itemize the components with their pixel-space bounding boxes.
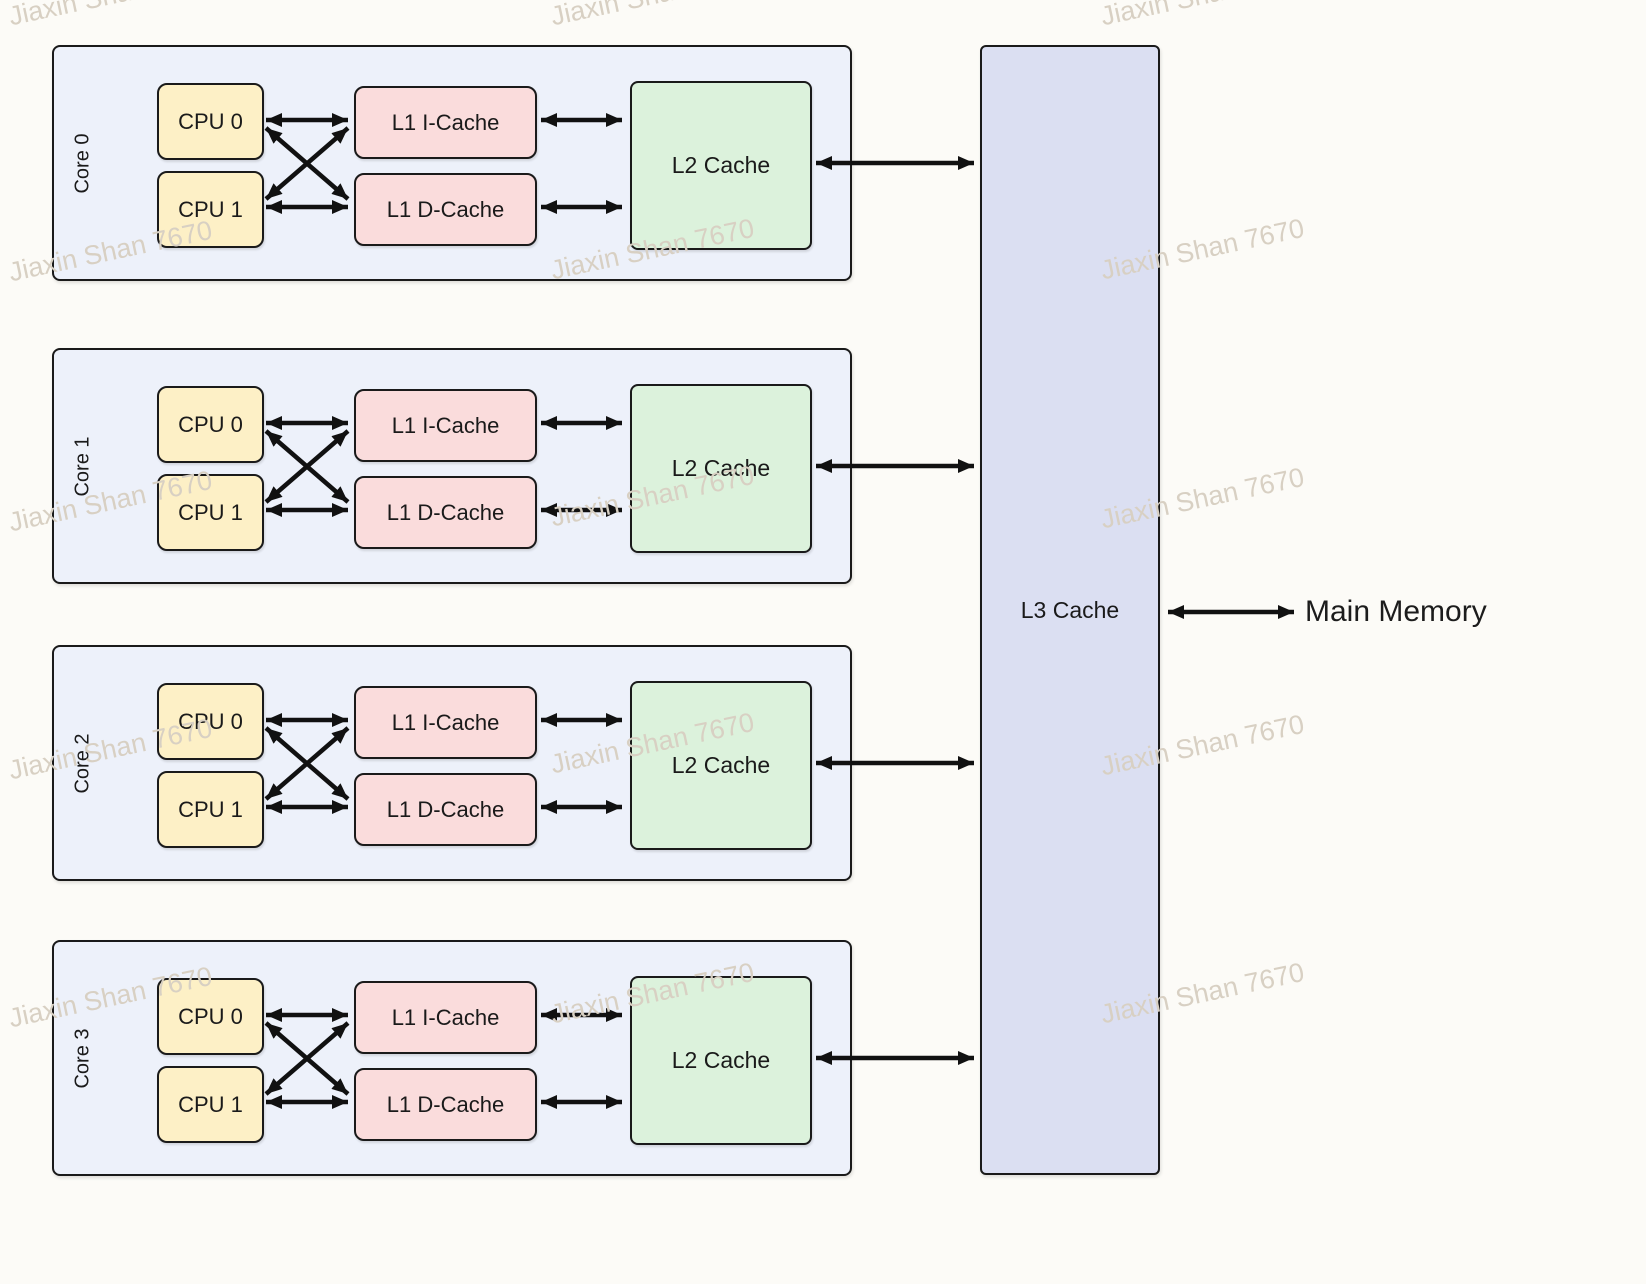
core-3-cpu-0: CPU 0 [157,978,264,1055]
watermark: Jiaxin Shan 7670 [6,0,215,32]
core-3-l1-icache: L1 I-Cache [354,981,537,1054]
core-2-cpu-1: CPU 1 [157,771,264,848]
core-2-cpu-0: CPU 0 [157,683,264,760]
core-2-label: Core 2 [71,732,94,794]
watermark: Jiaxin Shan 7670 [548,0,757,32]
core-1-label-wrap: Core 1 [54,350,112,582]
core-0-l1-icache: L1 I-Cache [354,86,537,159]
core-0-label-wrap: Core 0 [54,47,112,279]
core-1-l1-dcache: L1 D-Cache [354,476,537,549]
core-3-label: Core 3 [71,1027,94,1089]
core-2-l1-icache: L1 I-Cache [354,686,537,759]
core-3-label-wrap: Core 3 [54,942,112,1174]
watermark: Jiaxin Shan 7670 [1098,0,1307,32]
core-2-l1-dcache: L1 D-Cache [354,773,537,846]
core-3-box: Core 3 CPU 0 CPU 1 L1 I-Cache L1 D-Cache… [52,940,852,1176]
core-1-l1-icache: L1 I-Cache [354,389,537,462]
core-0-l1-dcache: L1 D-Cache [354,173,537,246]
core-3-l2-cache: L2 Cache [630,976,812,1145]
core-2-l2-cache: L2 Cache [630,681,812,850]
core-0-label: Core 0 [71,132,94,194]
l3-cache: L3 Cache [980,45,1160,1175]
core-0-cpu-0: CPU 0 [157,83,264,160]
core-3-cpu-1: CPU 1 [157,1066,264,1143]
core-2-box: Core 2 CPU 0 CPU 1 L1 I-Cache L1 D-Cache… [52,645,852,881]
core-1-label: Core 1 [71,435,94,497]
core-1-l2-cache: L2 Cache [630,384,812,553]
core-3-l1-dcache: L1 D-Cache [354,1068,537,1141]
core-0-cpu-1: CPU 1 [157,171,264,248]
core-2-label-wrap: Core 2 [54,647,112,879]
core-1-box: Core 1 CPU 0 CPU 1 L1 I-Cache L1 D-Cache… [52,348,852,584]
core-1-cpu-1: CPU 1 [157,474,264,551]
main-memory-label: Main Memory [1305,595,1487,628]
core-1-cpu-0: CPU 0 [157,386,264,463]
core-0-box: Core 0 CPU 0 CPU 1 L1 I-Cache L1 D-Cache… [52,45,852,281]
core-0-l2-cache: L2 Cache [630,81,812,250]
